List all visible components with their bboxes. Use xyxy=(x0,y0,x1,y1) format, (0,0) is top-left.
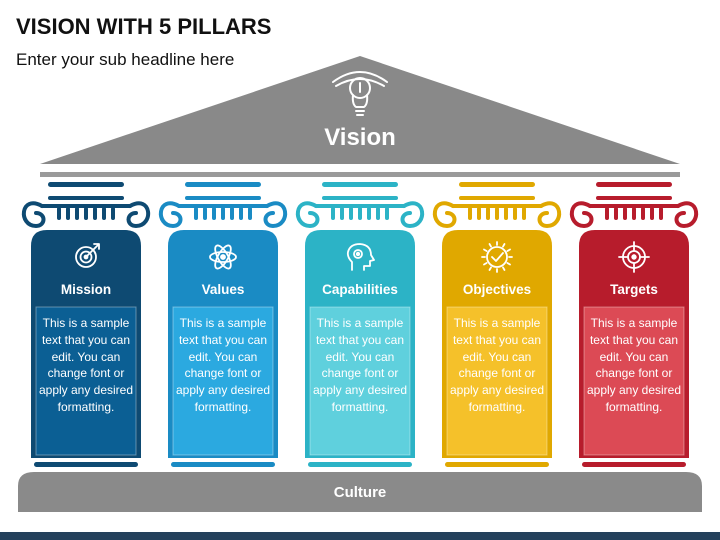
pillar-description: This is a sample text that you can edit.… xyxy=(586,316,682,414)
roof xyxy=(40,56,680,177)
pillar-capabilities xyxy=(295,182,425,467)
crosshair-icon xyxy=(618,241,650,273)
eye-lightbulb-icon xyxy=(332,71,388,116)
pillar-title: Values xyxy=(201,282,245,297)
base-label: Culture xyxy=(333,484,387,501)
pillar-targets xyxy=(569,182,699,467)
bottom-bar xyxy=(0,532,720,540)
atom-icon xyxy=(209,244,237,270)
page-title: VISION WITH 5 PILLARS xyxy=(16,14,272,39)
page-subtitle: Enter your sub headline here xyxy=(16,50,235,69)
base xyxy=(18,472,702,512)
pillar-mission xyxy=(21,182,151,467)
pillar-description: This is a sample text that you can edit.… xyxy=(38,316,134,414)
pillar-values xyxy=(158,182,288,467)
roof-label: Vision xyxy=(324,124,396,151)
pillar-title: Mission xyxy=(60,282,112,297)
pillar-title: Capabilities xyxy=(322,282,398,297)
head-gears-icon xyxy=(346,243,375,271)
badge-check-icon xyxy=(481,241,513,273)
pillar-title: Objectives xyxy=(462,282,532,297)
pillar-title: Targets xyxy=(610,282,658,297)
pillar-description: This is a sample text that you can edit.… xyxy=(312,316,408,414)
pillar-objectives xyxy=(432,182,562,467)
target-arrow-icon xyxy=(75,243,100,268)
pillar-description: This is a sample text that you can edit.… xyxy=(175,316,271,414)
pillar-description: This is a sample text that you can edit.… xyxy=(449,316,545,414)
